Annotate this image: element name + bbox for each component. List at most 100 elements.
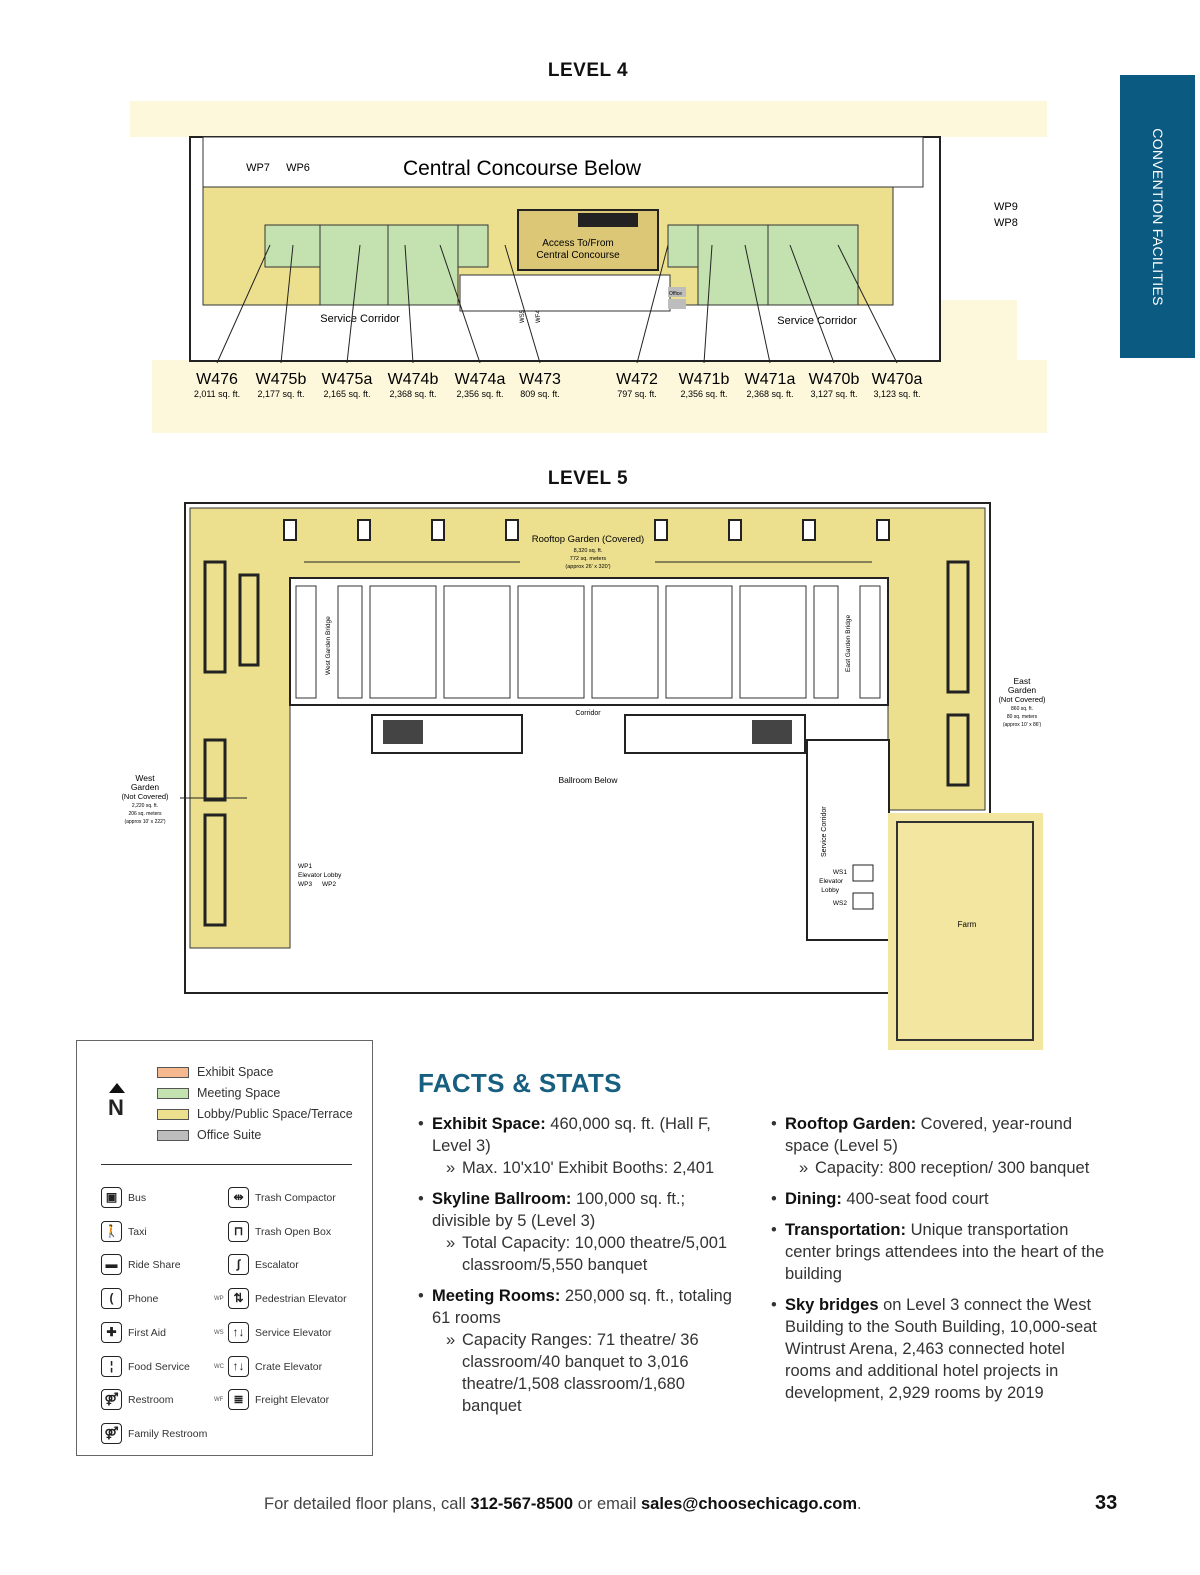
fact-text: 400-seat food court bbox=[841, 1190, 989, 1208]
legend-icon-label: Bus bbox=[128, 1192, 147, 1204]
pedestrian-elevator-icon: ⇅ bbox=[228, 1288, 249, 1310]
leader-line bbox=[216, 244, 271, 364]
legend-icon-label: Phone bbox=[128, 1293, 159, 1306]
escalator-icon: ∫ bbox=[228, 1254, 249, 1276]
fact-item: Skyline Ballroom: 100,000 sq. ft.; divis… bbox=[418, 1188, 748, 1276]
room-name: W472 bbox=[616, 371, 658, 388]
svg-text:WP3: WP3 bbox=[298, 881, 312, 888]
fact-heading: Transportation: bbox=[785, 1221, 907, 1239]
crate-elevator-icon: ↑↓ bbox=[228, 1355, 249, 1377]
svg-text:WS1: WS1 bbox=[833, 869, 847, 876]
fact-text: on Level 3 connect the West Building to … bbox=[785, 1296, 1097, 1402]
room-area: 2,011 sq. ft. bbox=[194, 389, 240, 399]
section-tab-label: CONVENTION FACILITIES bbox=[1149, 127, 1166, 306]
footer-text-2: or email bbox=[573, 1495, 641, 1513]
rooftop-sqm: 772 sq. meters bbox=[570, 556, 607, 562]
legend-space-label: Office Suite bbox=[197, 1128, 262, 1142]
elevator-prefix: WF bbox=[214, 1397, 224, 1404]
room-area: 2,368 sq. ft. bbox=[389, 389, 436, 399]
legend-space-label: Meeting Space bbox=[197, 1086, 281, 1100]
room-name: W474a bbox=[455, 371, 506, 388]
fact-text: Covered, year-round space (Level 5) bbox=[785, 1115, 1072, 1155]
leader-line bbox=[404, 244, 414, 364]
corridor-label: Corridor bbox=[575, 710, 601, 717]
fact-heading: Rooftop Garden: bbox=[785, 1115, 917, 1133]
page-number: 33 bbox=[1095, 1492, 1118, 1514]
level4-bg-bottom bbox=[152, 360, 1047, 433]
legend-icon-label: Taxi bbox=[128, 1225, 147, 1238]
footer-phone[interactable]: 312-567-8500 bbox=[470, 1495, 574, 1513]
north-label: N bbox=[108, 1095, 124, 1120]
elevator-prefix: WP bbox=[214, 1296, 224, 1303]
legend-swatch bbox=[157, 1088, 189, 1099]
car-icon: ▬ bbox=[101, 1254, 122, 1276]
leader-line bbox=[504, 244, 541, 364]
svg-text:WP1: WP1 bbox=[298, 863, 312, 870]
fact-item: Dining: 400-seat food court bbox=[771, 1188, 1111, 1210]
north-arrow-icon bbox=[109, 1083, 125, 1093]
fact-sub-item: Total Capacity: 10,000 theatre/5,001 cla… bbox=[432, 1232, 748, 1276]
wp8-label: WP8 bbox=[994, 217, 1018, 229]
wp6-label: WP6 bbox=[286, 162, 310, 174]
leader-line bbox=[636, 244, 669, 364]
svg-text:Lobby: Lobby bbox=[821, 887, 839, 894]
room-area: 2,356 sq. ft. bbox=[456, 389, 503, 399]
svg-text:Garden: Garden bbox=[1008, 685, 1037, 695]
fact-item: Exhibit Space: 460,000 sq. ft. (Hall F, … bbox=[418, 1113, 748, 1179]
leader-line bbox=[280, 244, 294, 364]
access-label-2: Central Concourse bbox=[536, 250, 620, 261]
wp9-label: WP9 bbox=[994, 201, 1018, 213]
rooftop-garden-label: Rooftop Garden (Covered) bbox=[532, 534, 644, 545]
room-name: W471b bbox=[679, 371, 730, 388]
svg-text:(Not Covered): (Not Covered) bbox=[998, 695, 1046, 704]
legend-icon-label: Food Service bbox=[128, 1360, 190, 1373]
facts-title: FACTS & STATS bbox=[418, 1068, 622, 1098]
fact-heading: Sky bridges bbox=[785, 1296, 879, 1314]
leader-line bbox=[837, 244, 898, 364]
freight-elevator-icon: ≣ bbox=[228, 1389, 249, 1411]
footer-email[interactable]: sales@choosechicago.com bbox=[640, 1495, 857, 1513]
svg-text:(Not Covered): (Not Covered) bbox=[121, 792, 169, 801]
level4-title: LEVEL 4 bbox=[547, 60, 629, 81]
level4-floorplan: Central Concourse Below Access To/From C… bbox=[130, 101, 1047, 433]
svg-text:206 sq. meters: 206 sq. meters bbox=[128, 811, 162, 817]
leader-line bbox=[789, 244, 835, 364]
room-area: 2,177 sq. ft. bbox=[257, 389, 304, 399]
legend-icon-label: Service Elevator bbox=[255, 1326, 332, 1339]
room-name: W473 bbox=[519, 371, 561, 388]
legend-space-label: Lobby/Public Space/Terrace bbox=[197, 1107, 353, 1121]
elevator-prefix: WC bbox=[214, 1363, 224, 1370]
room-area: 2,165 sq. ft. bbox=[323, 389, 370, 399]
fact-heading: Dining: bbox=[785, 1190, 842, 1208]
room-area: 3,123 sq. ft. bbox=[873, 389, 920, 399]
svg-text:2,220 sq. ft.: 2,220 sq. ft. bbox=[132, 803, 158, 809]
svg-text:860 sq. ft.: 860 sq. ft. bbox=[1011, 706, 1033, 712]
rooftop-sqft: 8,320 sq. ft. bbox=[574, 548, 603, 554]
legend-icon-label: Escalator bbox=[255, 1259, 299, 1272]
trash-open-box-icon: ⊓ bbox=[228, 1220, 249, 1242]
legend-space-label: Exhibit Space bbox=[197, 1065, 274, 1079]
ws5-label: WS5 bbox=[520, 309, 526, 323]
svg-text:WS2: WS2 bbox=[833, 900, 847, 907]
fact-item: Sky bridges on Level 3 connect the West … bbox=[771, 1294, 1111, 1404]
legend-icon-label: Ride Share bbox=[128, 1259, 181, 1272]
footer-period: . bbox=[857, 1495, 862, 1513]
farm-label: Farm bbox=[958, 920, 977, 929]
office-label: Office bbox=[669, 291, 682, 297]
family-restroom-icon: ⚤ bbox=[101, 1422, 122, 1444]
legend-swatch bbox=[157, 1109, 189, 1120]
room-area: 809 sq. ft. bbox=[520, 389, 560, 399]
room-name: W476 bbox=[196, 371, 238, 388]
fact-sub-item: Max. 10'x10' Exhibit Booths: 2,401 bbox=[432, 1157, 748, 1179]
wp7-label: WP7 bbox=[246, 162, 270, 174]
